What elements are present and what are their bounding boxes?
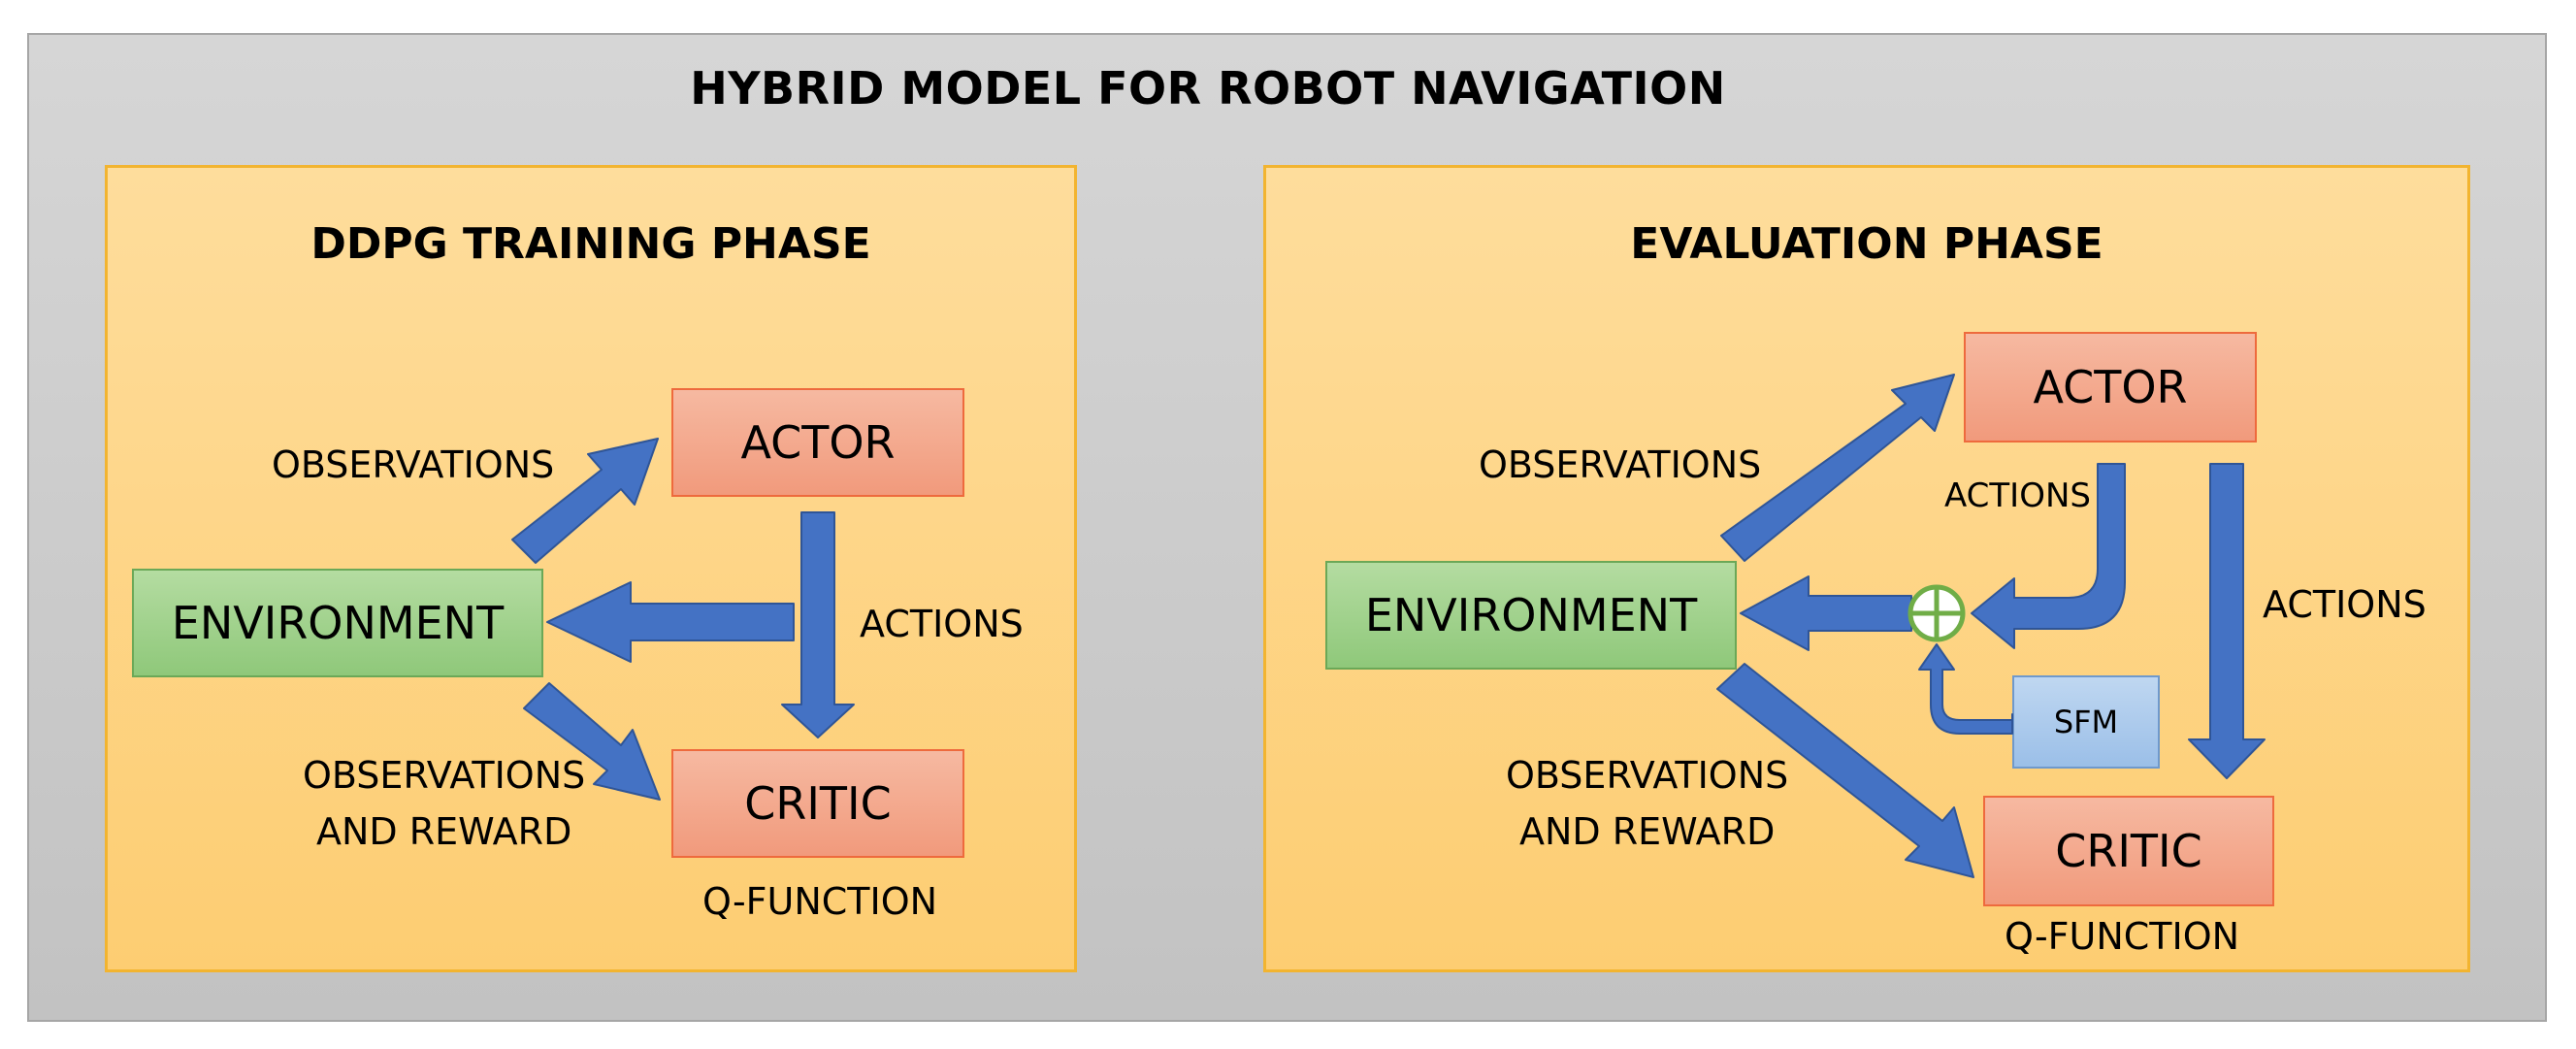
eval-observations-reward-arrow — [1716, 663, 1974, 878]
observations-arrow — [511, 438, 659, 564]
eval-observations-reward-label-line1: OBSERVATIONS — [1506, 754, 1789, 797]
eval-actions-small-label: ACTIONS — [1944, 476, 2091, 515]
eval-actions-label: ACTIONS — [2263, 583, 2427, 626]
sfm-to-sum-arrow — [1918, 643, 2013, 735]
eval-observations-arrow — [1720, 374, 1955, 562]
eval-actor-box: ACTOR — [1964, 332, 2257, 443]
eval-actions-arrow — [2188, 463, 2266, 779]
sfm-box: SFM — [2012, 675, 2160, 769]
training-phase-title: DDPG TRAINING PHASE — [310, 219, 871, 269]
observations-reward-label-line1: OBSERVATIONS — [303, 754, 586, 797]
environment-box: ENVIRONMENT — [132, 569, 543, 677]
eval-critic-box: CRITIC — [1983, 796, 2274, 906]
observations-reward-label-line2: AND REWARD — [316, 810, 572, 853]
eval-observations-reward-label-line2: AND REWARD — [1519, 810, 1776, 853]
evaluation-phase-title: EVALUATION PHASE — [1630, 219, 2103, 269]
sum-to-environment-arrow — [1740, 575, 1912, 651]
eval-environment-box: ENVIRONMENT — [1325, 561, 1737, 670]
observations-reward-arrow — [523, 682, 661, 801]
observations-label: OBSERVATIONS — [272, 443, 555, 486]
eval-observations-label: OBSERVATIONS — [1479, 443, 1762, 486]
eval-actions-to-sum-arrow — [1971, 463, 2126, 649]
critic-box: CRITIC — [671, 749, 964, 858]
diagram-title: HYBRID MODEL FOR ROBOT NAVIGATION — [690, 62, 1726, 115]
sum-node-icon — [1908, 584, 1966, 642]
q-function-label: Q-FUNCTION — [702, 880, 938, 923]
actions-to-environment-arrow — [546, 581, 795, 663]
actions-arrow — [781, 511, 855, 738]
eval-q-function-label: Q-FUNCTION — [2005, 915, 2240, 958]
actor-box: ACTOR — [671, 388, 964, 497]
actions-label: ACTIONS — [860, 603, 1024, 645]
